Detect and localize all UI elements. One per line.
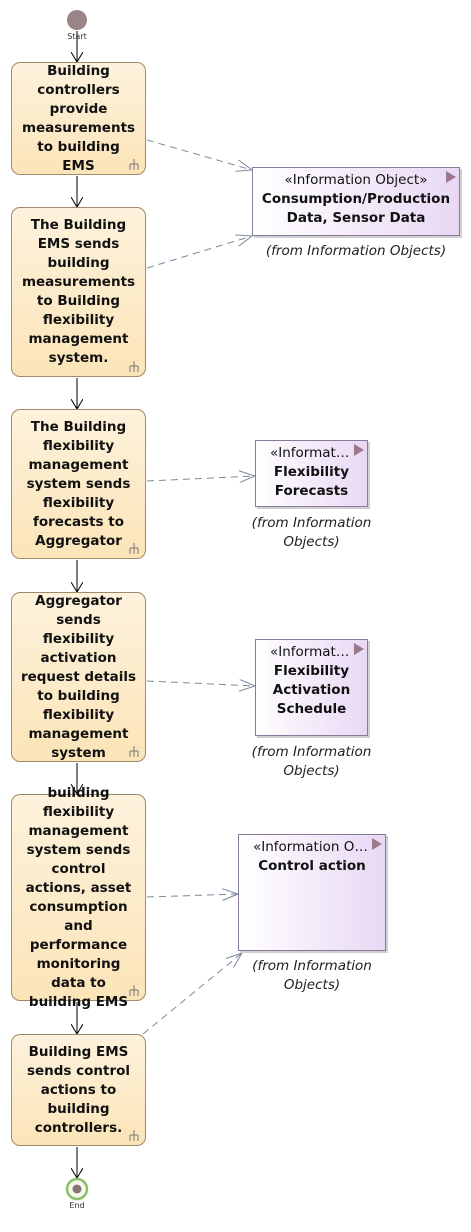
start-node[interactable] (67, 10, 87, 30)
activity-ems-sends-control-actions[interactable]: Building EMS sends control actions to bu… (11, 1034, 146, 1146)
activity-label: Building EMS sends control actions to bu… (26, 1043, 131, 1136)
stereotype-label: «Information Obj... (253, 839, 380, 855)
objflow-act4-to-info3[interactable] (146, 681, 255, 686)
stereotype-label: «Informatio... (270, 644, 361, 660)
activity-ems-sends-measurements[interactable]: The Building EMS sends building measurem… (11, 207, 146, 377)
start-label: Start (67, 32, 87, 41)
rake-icon (129, 1130, 139, 1141)
objflow-act3-to-info2[interactable] (146, 476, 255, 481)
rake-icon (129, 159, 139, 170)
end-node-core (72, 1184, 82, 1194)
objflow-act6-to-info4[interactable] (142, 953, 242, 1035)
rake-icon (129, 361, 139, 372)
objflow-act2-to-info1[interactable] (146, 236, 252, 269)
rake-icon (129, 985, 139, 996)
from-package-label: (from Information Objects) (251, 515, 372, 550)
object-name: Flexibility Forecasts (273, 464, 350, 499)
object-name: Consumption/Production Data, Sensor Data (261, 191, 451, 226)
info-object-control-action[interactable]: «Information Obj... Control action (238, 834, 386, 951)
activity-label: Building controllers provide measurement… (21, 62, 136, 174)
rake-icon (129, 543, 139, 554)
object-corner-icon (446, 171, 456, 183)
objflow-act5-to-info4[interactable] (146, 894, 238, 897)
activity-controllers-provide-measurements[interactable]: Building controllers provide measurement… (11, 62, 146, 175)
stereotype-label: «Information Object» (284, 172, 428, 188)
from-package-label: (from Information Objects) (265, 243, 447, 259)
activity-aggregator-sends-activation-request[interactable]: Aggregator sends flexibility activation … (11, 592, 146, 762)
activity-label: Aggregator sends flexibility activation … (20, 592, 137, 761)
activity-label: The Building EMS sends building measurem… (21, 217, 136, 366)
from-package-label: (from Information Objects) (252, 958, 372, 993)
rake-icon (129, 746, 139, 757)
object-corner-icon (372, 838, 382, 850)
object-name: Control action (258, 858, 366, 874)
info-object-flexibility-forecasts[interactable]: «Informatio... Flexibility Forecasts (255, 440, 368, 507)
stereotype-label: «Informatio... (270, 445, 361, 461)
end-label: End (69, 1201, 85, 1210)
activity-label: building flexibility management system s… (25, 784, 132, 1010)
info-object-consumption-production-data[interactable]: «Information Object» Consumption/Product… (252, 167, 460, 236)
info-object-flexibility-activation-schedule[interactable]: «Informatio... Flexibility Activation Sc… (255, 639, 368, 736)
activity-label: The Building flexibility management syst… (26, 418, 131, 549)
from-package-label: (from Information Objects) (251, 744, 372, 779)
activity-fms-sends-forecasts[interactable]: The Building flexibility management syst… (11, 409, 146, 559)
objflow-act1-to-info1[interactable] (146, 139, 252, 170)
object-corner-icon (354, 444, 364, 456)
object-name: Flexibility Activation Schedule (272, 663, 351, 717)
object-corner-icon (354, 643, 364, 655)
activity-fms-sends-control-actions[interactable]: building flexibility management system s… (11, 785, 146, 1010)
